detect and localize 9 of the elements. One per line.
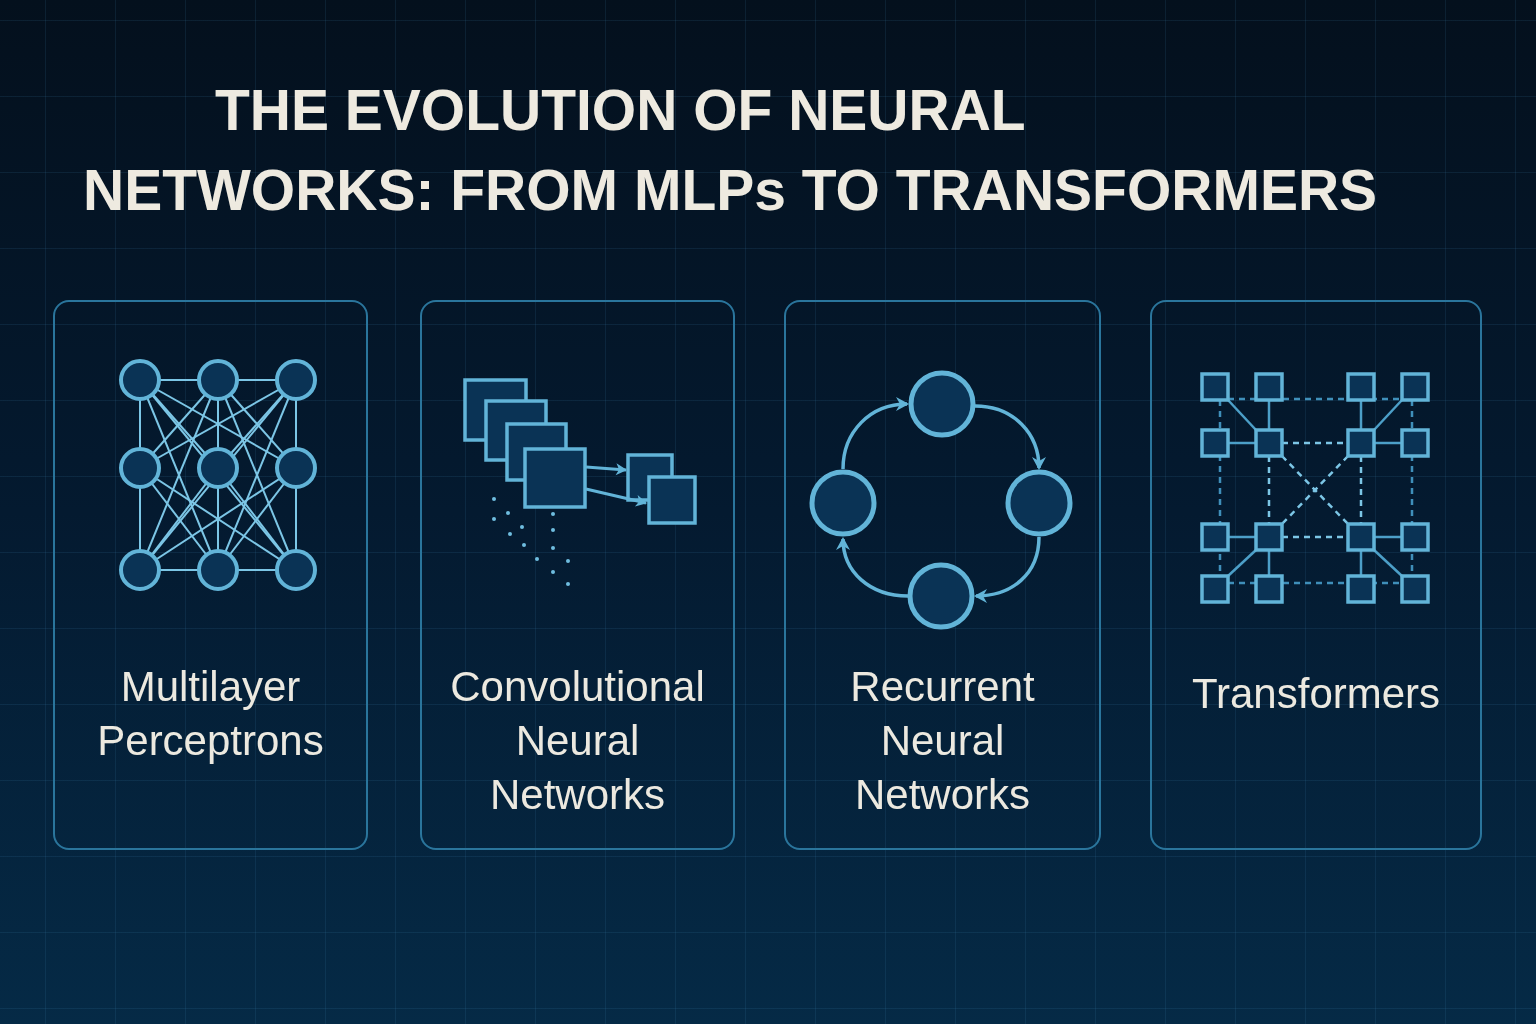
card-title: Transformers xyxy=(1191,669,1441,719)
title: THE EVOLUTION OF NEURAL NETWORKS: FROM MLPs TO TRANSFORMERS xyxy=(83,77,1379,224)
card xyxy=(53,300,368,850)
card xyxy=(420,300,735,850)
card xyxy=(1150,300,1482,850)
card-title: Convolutional Neural Networks xyxy=(449,662,706,820)
card-title: Multilayer Perceptrons xyxy=(96,662,325,766)
card-title: Recurrent Neural Networks xyxy=(849,662,1036,820)
card xyxy=(784,300,1101,850)
